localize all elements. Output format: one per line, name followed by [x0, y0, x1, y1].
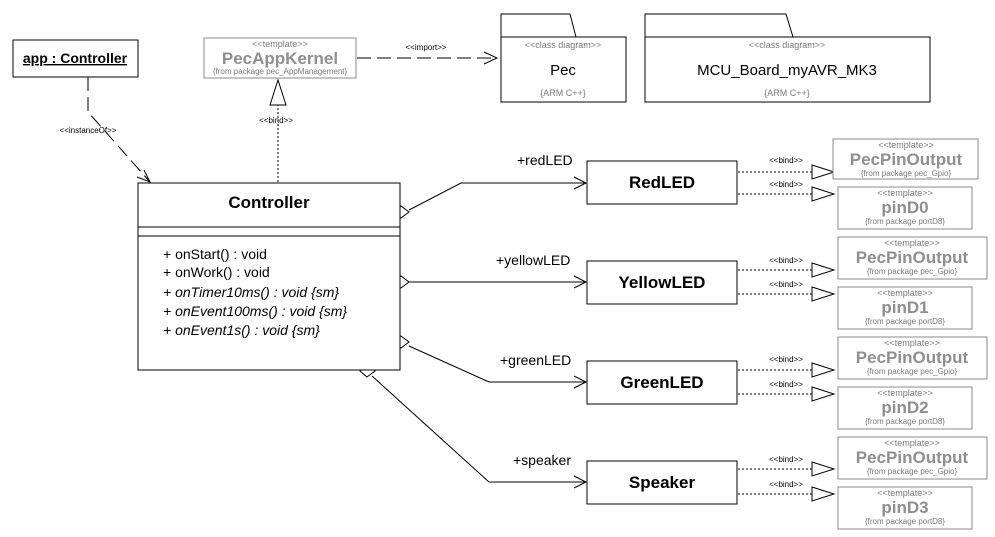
bind-speaker-pin: <<bind>>: [738, 480, 836, 502]
template-pin-d3[interactable]: <<template>> pinD3 {from package portD8}: [837, 486, 973, 530]
package-mcu-name: MCU_Board_myAVR_MK3: [697, 62, 877, 79]
template-pin-d1[interactable]: <<template>> pinD1 {from package portD8}: [837, 286, 973, 330]
kernel-name: PecAppKernel: [222, 49, 338, 68]
bind-label-green-pin: <<bind>>: [769, 380, 803, 389]
bind-label-yellow-pin: <<bind>>: [769, 280, 803, 289]
role-yellow-led: +yellowLED: [496, 252, 570, 268]
template-stereotype: <<template>>: [884, 238, 940, 248]
class-red-led[interactable]: RedLED: [586, 160, 738, 205]
bind-speaker-pin-output: <<bind>>: [738, 455, 836, 477]
bind-label-yellow-output: <<bind>>: [769, 256, 803, 265]
import-dependency: <<import>>: [357, 43, 499, 65]
operation-on-start: + onStart() : void: [163, 246, 267, 262]
controller-class[interactable]: Controller + onStart() : void + onWork()…: [137, 182, 401, 371]
template-pin-name: pinD1: [881, 298, 928, 317]
package-pec-lang: {ARM C++}: [540, 88, 586, 98]
package-pec[interactable]: <<class diagram>> Pec {ARM C++}: [500, 13, 627, 103]
template-pin-output-from: {from package pec_Gpio}: [867, 367, 958, 376]
template-stereotype: <<template>>: [878, 140, 934, 150]
role-green-led: +greenLED: [500, 352, 571, 368]
kernel-bind-dependency: <<bind>>: [259, 78, 293, 182]
app-controller-instance[interactable]: app : Controller: [12, 39, 139, 78]
composition-green: +greenLED: [392, 335, 588, 389]
class-green-led-name: GreenLED: [620, 373, 703, 392]
bind-label-speaker-pin: <<bind>>: [769, 480, 803, 489]
class-green-led[interactable]: GreenLED: [586, 360, 738, 405]
package-pec-stereotype: <<class diagram>>: [525, 40, 602, 50]
package-mcu-stereotype: <<class diagram>>: [749, 40, 826, 50]
bind-yellow-pin-output: <<bind>>: [738, 256, 836, 278]
template-pin-from: {from package portD8}: [865, 317, 945, 326]
class-yellow-led[interactable]: YellowLED: [586, 260, 738, 305]
class-yellow-led-name: YellowLED: [619, 273, 706, 292]
package-mcu-board[interactable]: <<class diagram>> MCU_Board_myAVR_MK3 {A…: [644, 13, 931, 103]
template-pin-d2[interactable]: <<template>> pinD2 {from package portD8}: [837, 386, 973, 430]
template-stereotype: <<template>>: [877, 388, 933, 398]
bind-label-speaker-output: <<bind>>: [769, 455, 803, 464]
template-pin-from: {from package portD8}: [865, 417, 945, 426]
template-pin-output-from: {from package pec_Gpio}: [867, 267, 958, 276]
bind-label-red-output: <<bind>>: [769, 156, 803, 165]
app-instance-label: app : Controller: [23, 50, 128, 66]
template-pin-from: {from package portD8}: [865, 217, 945, 226]
template-pin-output-green[interactable]: <<template>> PecPinOutput {from package …: [837, 336, 988, 380]
class-red-led-name: RedLED: [629, 173, 695, 192]
template-stereotype: <<template>>: [884, 338, 940, 348]
class-speaker-name: Speaker: [629, 473, 696, 492]
package-pec-name: Pec: [550, 62, 576, 79]
package-mcu-lang: {ARM C++}: [764, 88, 810, 98]
template-pin-d0[interactable]: <<template>> pinD0 {from package portD8}: [837, 186, 973, 230]
template-pin-output-name: PecPinOutput: [856, 248, 969, 267]
template-stereotype: <<template>>: [877, 488, 933, 498]
template-pin-output-speaker[interactable]: <<template>> PecPinOutput {from package …: [837, 436, 988, 480]
template-pin-from: {from package portD8}: [865, 517, 945, 526]
template-stereotype: <<template>>: [877, 288, 933, 298]
template-pin-output-from: {from package pec_Gpio}: [861, 169, 952, 178]
import-label: <<import>>: [406, 43, 447, 52]
template-pin-name: pinD3: [881, 498, 928, 517]
bind-green-pin: <<bind>>: [738, 380, 836, 402]
template-pin-output-red[interactable]: <<template>> PecPinOutput {from package …: [832, 138, 979, 180]
template-pin-name: pinD0: [881, 198, 928, 217]
instance-of-dependency: <<instanceOf>>: [60, 77, 152, 183]
operation-on-event-100ms: + onEvent100ms() : void {sm}: [163, 303, 347, 319]
kernel-from-package: {from package pec_AppManagement}: [213, 67, 348, 76]
composition-speaker: +speaker: [359, 364, 588, 489]
bind-label-green-output: <<bind>>: [769, 355, 803, 364]
template-pin-output-name: PecPinOutput: [850, 150, 963, 169]
instance-of-label: <<instanceOf>>: [60, 126, 117, 135]
operation-on-work: + onWork() : void: [163, 264, 270, 280]
template-pin-output-from: {from package pec_Gpio}: [867, 467, 958, 476]
kernel-stereotype: <<template>>: [252, 39, 308, 49]
template-pin-output-name: PecPinOutput: [856, 448, 969, 467]
template-stereotype: <<template>>: [877, 188, 933, 198]
template-stereotype: <<template>>: [884, 438, 940, 448]
controller-name: Controller: [228, 193, 310, 212]
bind-yellow-pin: <<bind>>: [738, 280, 836, 302]
bind-red-pin-output: <<bind>>: [738, 156, 836, 180]
pec-app-kernel-template[interactable]: <<template>> PecAppKernel {from package …: [203, 37, 357, 79]
composition-red: +redLED: [392, 152, 588, 219]
composition-yellow: +yellowLED: [392, 252, 588, 289]
role-red-led: +redLED: [517, 152, 573, 168]
bind-green-pin-output: <<bind>>: [738, 355, 836, 378]
template-pin-output-yellow[interactable]: <<template>> PecPinOutput {from package …: [837, 236, 988, 280]
kernel-bind-label: <<bind>>: [259, 116, 293, 125]
bind-red-pin: <<bind>>: [738, 180, 836, 202]
operation-on-event-1s: + onEvent1s() : void {sm}: [163, 322, 320, 338]
role-speaker: +speaker: [513, 452, 571, 468]
bind-label-red-pin: <<bind>>: [769, 180, 803, 189]
operation-on-timer-10ms: + onTimer10ms() : void {sm}: [163, 284, 339, 300]
class-speaker[interactable]: Speaker: [586, 460, 738, 505]
template-pin-output-name: PecPinOutput: [856, 348, 969, 367]
template-pin-name: pinD2: [881, 398, 928, 417]
